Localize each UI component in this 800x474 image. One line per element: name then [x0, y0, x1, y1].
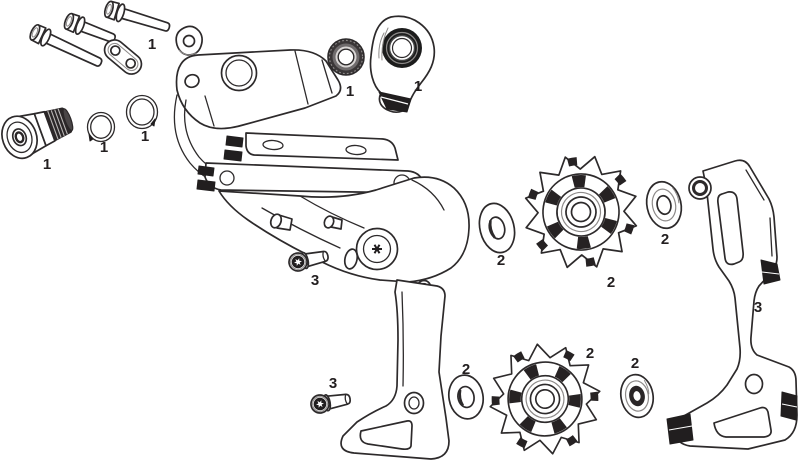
lower-pulley-inner-washer [447, 374, 485, 420]
barrel-adjuster [1, 107, 74, 160]
body-set-screw-b [323, 215, 343, 230]
callout-upper-pulley: 2 [607, 274, 615, 291]
callout-upper-inner-washer: 2 [497, 252, 505, 269]
callout-bolt-kit: 1 [148, 36, 156, 53]
mounting-bolt-medium [29, 23, 103, 67]
mounting-bolt-long [103, 0, 171, 32]
o-ring-small [86, 111, 116, 143]
callout-upper-cage-screw: 3 [311, 272, 319, 289]
callout-lower-cage-screw: 3 [329, 375, 337, 392]
link-plate [103, 39, 143, 75]
callout-lower-pulley: 2 [586, 345, 594, 362]
lower-pulley-outer-washer [619, 373, 655, 419]
callout-knuckle-cover: 1 [414, 78, 422, 95]
outer-cage-plate [666, 159, 798, 450]
callout-upper-outer-washer: 2 [661, 231, 669, 248]
callout-o-ring-large: 1 [141, 128, 149, 145]
body-set-screw-a [269, 213, 293, 231]
callout-lower-outer-washer: 2 [631, 355, 639, 372]
callout-ratchet-ring: 1 [346, 83, 354, 100]
callout-labels: 1 1 1 1 1 1 2 2 2 2 2 2 3 3 3 [43, 36, 762, 392]
derailleur-body [173, 49, 470, 460]
callout-barrel-adjuster: 1 [43, 156, 51, 173]
callout-outer-cage-plate: 3 [754, 299, 762, 316]
upper-pulley [512, 143, 650, 281]
upper-pulley-outer-washer [645, 180, 683, 230]
upper-pulley-inner-washer [478, 202, 516, 254]
knuckle-cover [369, 15, 436, 114]
ratchet-ring [327, 38, 365, 76]
clevis-eyelet [175, 25, 203, 56]
o-ring-large [125, 94, 159, 130]
lower-cage-screw [308, 388, 353, 416]
callout-lower-inner-washer: 2 [462, 361, 470, 378]
callout-o-ring-small: 1 [100, 139, 108, 156]
